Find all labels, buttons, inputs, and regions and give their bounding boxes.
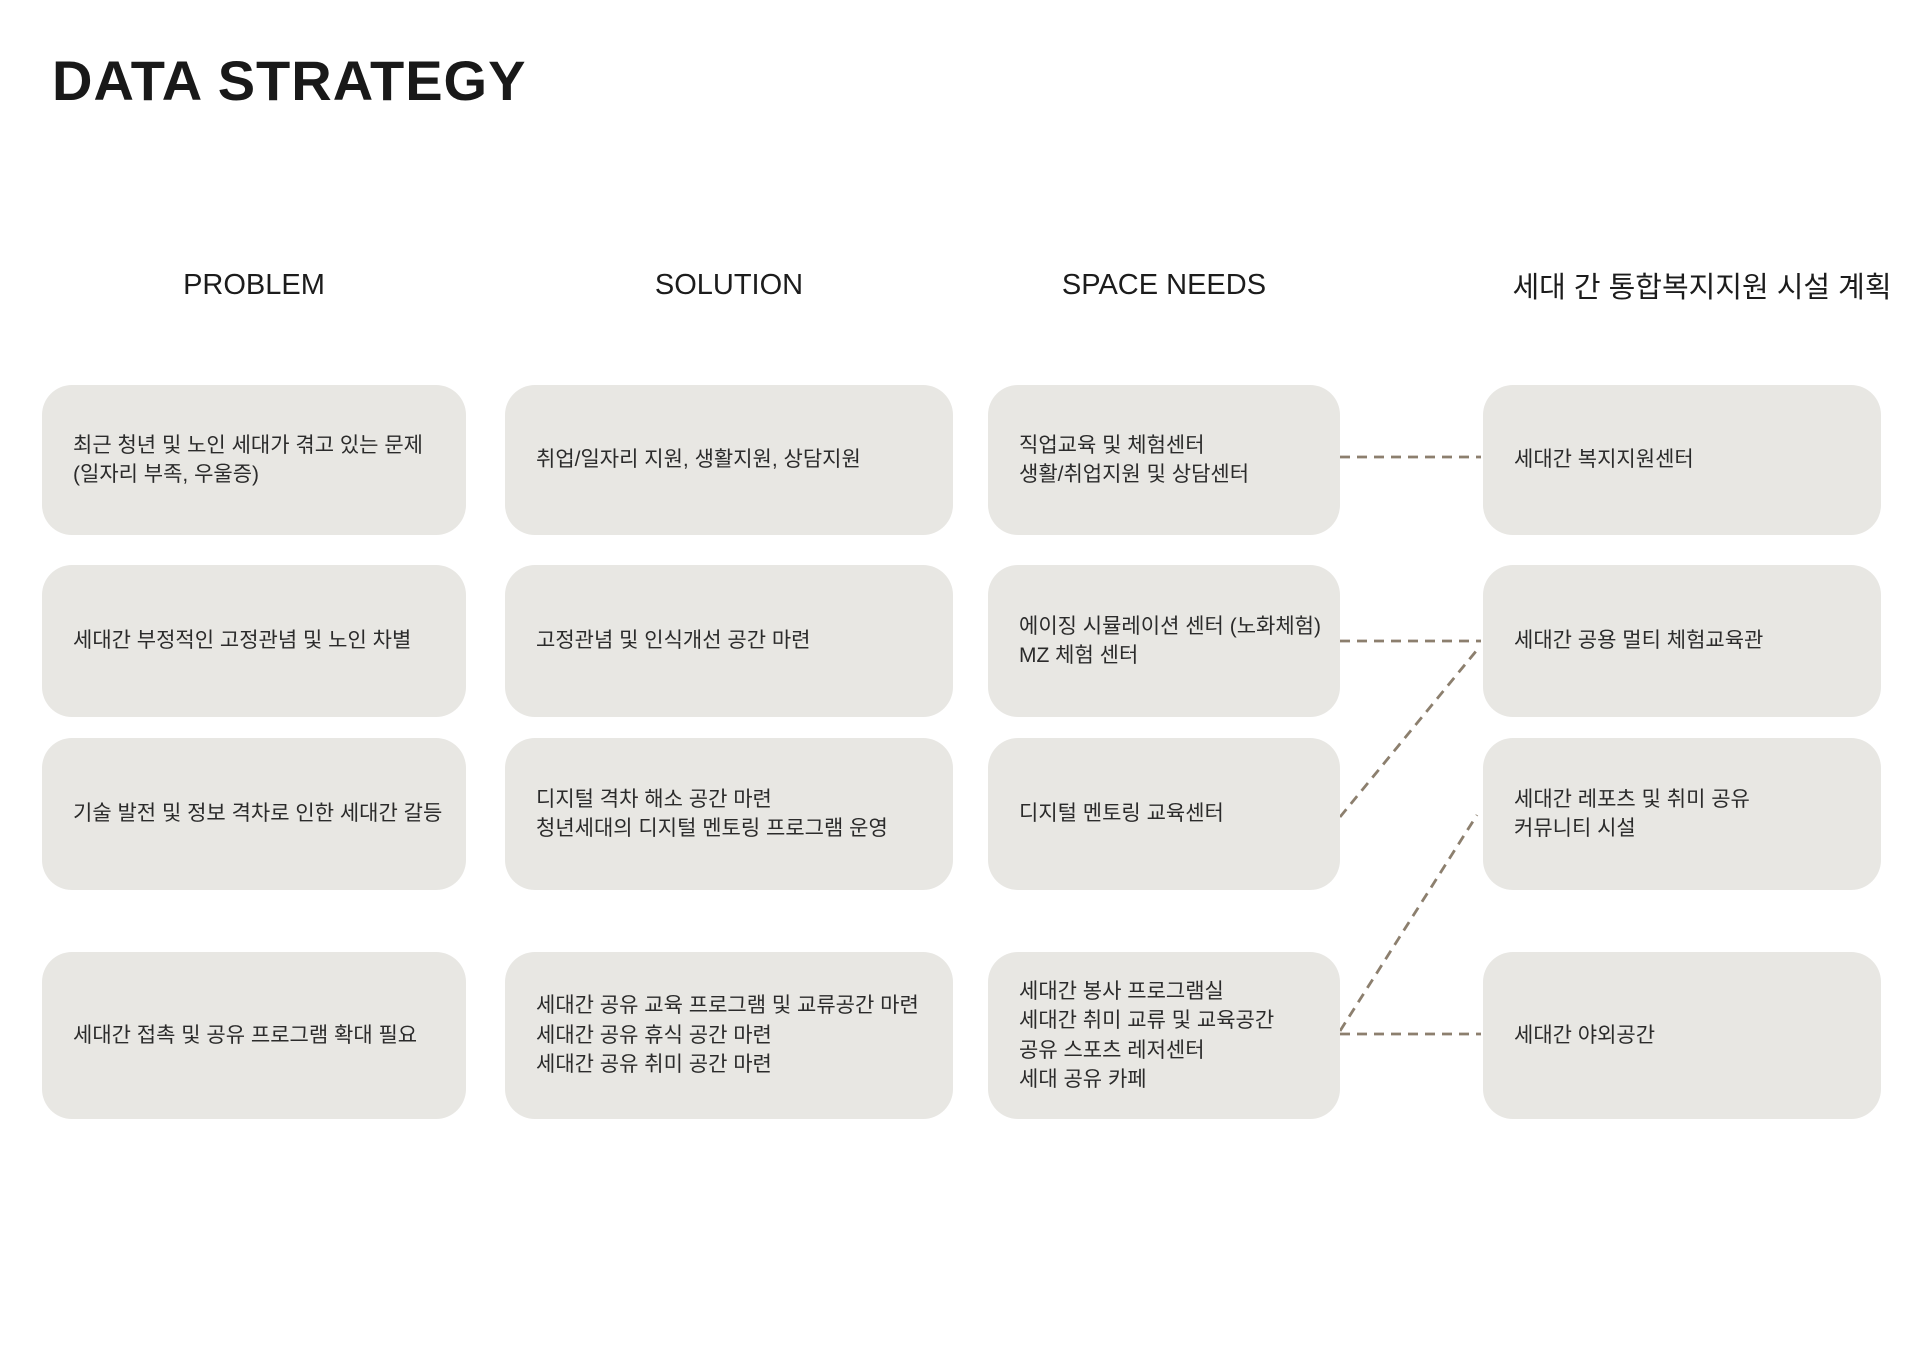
column-header-solution: SOLUTION (654, 268, 804, 301)
space-needs-box-1: 직업교육 및 체험센터 생활/취업지원 및 상담센터 (988, 385, 1340, 535)
connector-space-needs-4-plan-3 (1338, 814, 1479, 1032)
box-text-line: 디지털 멘토링 교육센터 (1019, 802, 1224, 826)
facility-plan-box-3: 세대간 레포츠 및 취미 공유 커뮤니티 시설 (1483, 738, 1881, 890)
column-header-space-needs: SPACE NEEDS (1061, 268, 1267, 301)
facility-plan-box-1: 세대간 복지지원센터 (1483, 385, 1881, 535)
box-text-line: 세대간 공유 취미 공간 마련 (536, 1053, 772, 1077)
solution-box-1: 취업/일자리 지원, 생활지원, 상담지원 (505, 385, 953, 535)
box-text-line: 세대간 부정적인 고정관념 및 노인 차별 (73, 629, 412, 653)
box-text-line: 에이징 시뮬레이션 센터 (노화체험) (1019, 614, 1321, 638)
box-text-line: 세대간 야외공간 (1514, 1023, 1656, 1047)
space-needs-box-2: 에이징 시뮬레이션 센터 (노화체험) MZ 체험 센터 (988, 565, 1340, 717)
column-header-facility-plan: 세대 간 통합복지지원 시설 계획 (1512, 272, 1892, 304)
problem-box-2: 세대간 부정적인 고정관념 및 노인 차별 (42, 565, 466, 717)
box-text-line: 세대간 공유 휴식 공간 마련 (536, 1023, 772, 1047)
facility-plan-box-2: 세대간 공용 멀티 체험교육관 (1483, 565, 1881, 717)
box-text-line: 세대간 레포츠 및 취미 공유 (1514, 787, 1750, 811)
box-text-line: 세대간 공용 멀티 체험교육관 (1514, 629, 1764, 653)
box-text-line: 세대간 복지지원센터 (1514, 448, 1694, 472)
box-text-line: 디지털 격차 해소 공간 마련 (536, 787, 772, 811)
box-text-line: 커뮤니티 시설 (1514, 817, 1636, 840)
space-needs-box-4: 세대간 봉사 프로그램실 세대간 취미 교류 및 교육공간 공유 스포츠 레저센… (988, 952, 1340, 1119)
problem-box-3: 기술 발전 및 정보 격차로 인한 세대간 갈등 (42, 738, 466, 890)
box-text-line: (일자리 부족, 우울증) (73, 463, 260, 486)
box-text-line: 청년세대의 디지털 멘토링 프로그램 운영 (536, 817, 888, 840)
box-text-line: MZ 체험 센터 (1019, 644, 1139, 667)
box-text-line: 생활/취업지원 및 상담센터 (1019, 463, 1250, 486)
box-text-line: 직업교육 및 체험센터 (1019, 433, 1205, 457)
box-text-line: 최근 청년 및 노인 세대가 겪고 있는 문제 (73, 433, 423, 457)
box-text-line: 취업/일자리 지원, 생활지원, 상담지원 (536, 448, 861, 472)
solution-box-3: 디지털 격차 해소 공간 마련 청년세대의 디지털 멘토링 프로그램 운영 (505, 738, 953, 890)
box-text-line: 기술 발전 및 정보 격차로 인한 세대간 갈등 (73, 802, 443, 826)
connector-space-needs-3-plan-2 (1338, 649, 1479, 818)
solution-box-4: 세대간 공유 교육 프로그램 및 교류공간 마련 세대간 공유 휴식 공간 마련… (505, 952, 953, 1119)
box-text-line: 세대간 접촉 및 공유 프로그램 확대 필요 (73, 1023, 418, 1047)
box-text-line: 세대간 봉사 프로그램실 (1019, 979, 1224, 1003)
box-text-line: 세대 공유 카페 (1019, 1067, 1147, 1091)
box-text-line: 세대간 취미 교류 및 교육공간 (1019, 1009, 1275, 1033)
problem-box-1: 최근 청년 및 노인 세대가 겪고 있는 문제 (일자리 부족, 우울증) (42, 385, 466, 535)
box-text-line: 세대간 공유 교육 프로그램 및 교류공간 마련 (536, 994, 919, 1018)
space-needs-box-3: 디지털 멘토링 교육센터 (988, 738, 1340, 890)
box-text-line: 공유 스포츠 레저센터 (1019, 1038, 1205, 1062)
page-title: DATA STRATEGY (52, 49, 527, 112)
solution-box-2: 고정관념 및 인식개선 공간 마련 (505, 565, 953, 717)
box-text-line: 고정관념 및 인식개선 공간 마련 (536, 629, 811, 653)
column-header-problem: PROBLEM (183, 268, 325, 301)
facility-plan-box-4: 세대간 야외공간 (1483, 952, 1881, 1119)
problem-box-4: 세대간 접촉 및 공유 프로그램 확대 필요 (42, 952, 466, 1119)
